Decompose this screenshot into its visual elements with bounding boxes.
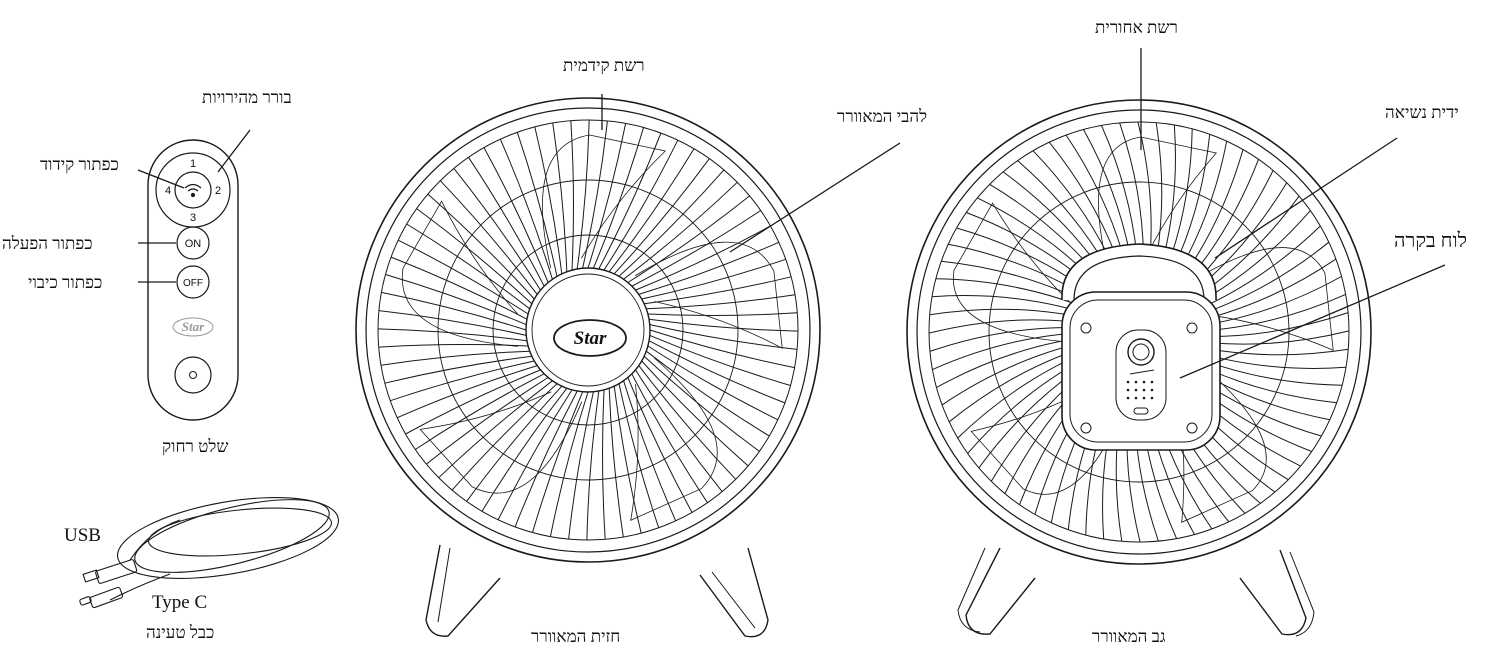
- dial-number-1: 1: [190, 158, 196, 170]
- dial-number-2: 2: [215, 185, 221, 197]
- label-rear-grille: רשת אחורית: [1095, 19, 1178, 36]
- charging-cable: [79, 483, 344, 608]
- front-right-leg: [700, 548, 768, 637]
- label-front-grille: רשת קידמית: [563, 57, 645, 74]
- off-button-text: OFF: [183, 278, 203, 289]
- fan-front-view: Star: [356, 98, 820, 637]
- grille-wire: [550, 392, 588, 537]
- fan-back-view: [907, 100, 1371, 636]
- label-fan-front: חזית המאוורר: [531, 628, 620, 645]
- label-carry-handle: ידית נשיאה: [1385, 104, 1459, 121]
- grille-wire: [571, 121, 574, 270]
- dial-number-4: 4: [165, 185, 171, 197]
- grille-wire: [484, 148, 548, 283]
- label-usb: USB: [64, 526, 101, 545]
- leader-timer-button: [138, 170, 184, 188]
- label-type-c: Type C: [152, 593, 207, 612]
- on-button-text: ON: [185, 238, 202, 250]
- type-c-connector: [89, 587, 123, 608]
- grille-wire: [628, 378, 692, 513]
- remote-center-button[interactable]: [175, 357, 211, 393]
- grille-wire: [636, 226, 771, 290]
- grille-wire: [428, 194, 534, 299]
- label-timer-button: כפתור קידוד: [40, 156, 119, 173]
- front-left-leg: [426, 545, 500, 636]
- fan-blade: [542, 135, 665, 268]
- grille-wire: [407, 224, 530, 309]
- label-speed-selector: בורר מהירויות: [202, 89, 292, 106]
- wifi-icon: [185, 185, 201, 192]
- label-remote-control: שלט רחוק: [162, 438, 228, 455]
- back-right-leg: [1240, 550, 1306, 635]
- label-fan-blades: להבי המאוורר: [837, 108, 927, 125]
- grille-wire: [619, 170, 724, 276]
- grille-wire: [609, 388, 623, 537]
- grille-wire: [452, 384, 557, 490]
- grille-wire: [385, 356, 532, 383]
- label-control-panel: לוח בקרה: [1394, 231, 1467, 251]
- grille-wire: [648, 313, 797, 316]
- grille-wire: [603, 390, 606, 539]
- leader-carry-handle: [1215, 138, 1397, 258]
- grille-wire: [609, 149, 694, 272]
- back-left-leg: [966, 548, 1035, 634]
- grille-wire: [406, 370, 541, 434]
- front-brand-text: Star: [574, 328, 607, 349]
- grille-wire: [391, 257, 527, 319]
- leader-fan-blades: [730, 143, 900, 252]
- grille-wire: [515, 391, 577, 527]
- grille-wire: [381, 351, 530, 365]
- grille-wire: [588, 123, 626, 268]
- grille-wire: [650, 330, 795, 368]
- remote-brand-text: Star: [182, 319, 205, 334]
- grille-wire: [646, 295, 795, 309]
- grille-wire: [642, 361, 748, 466]
- label-fan-back: גב המאוורר: [1092, 628, 1166, 645]
- label-off-button: כפתור כיבוי: [28, 274, 102, 291]
- grille-wire: [599, 133, 661, 269]
- label-on-button: כפתור הפעלה: [2, 235, 93, 252]
- fan-blade: [420, 392, 582, 493]
- grille-wire: [644, 277, 791, 304]
- dial-number-3: 3: [190, 212, 196, 224]
- grille-wire: [535, 127, 562, 274]
- grille-wire: [646, 351, 769, 436]
- label-charging-cable: כבל טעינה: [146, 624, 214, 641]
